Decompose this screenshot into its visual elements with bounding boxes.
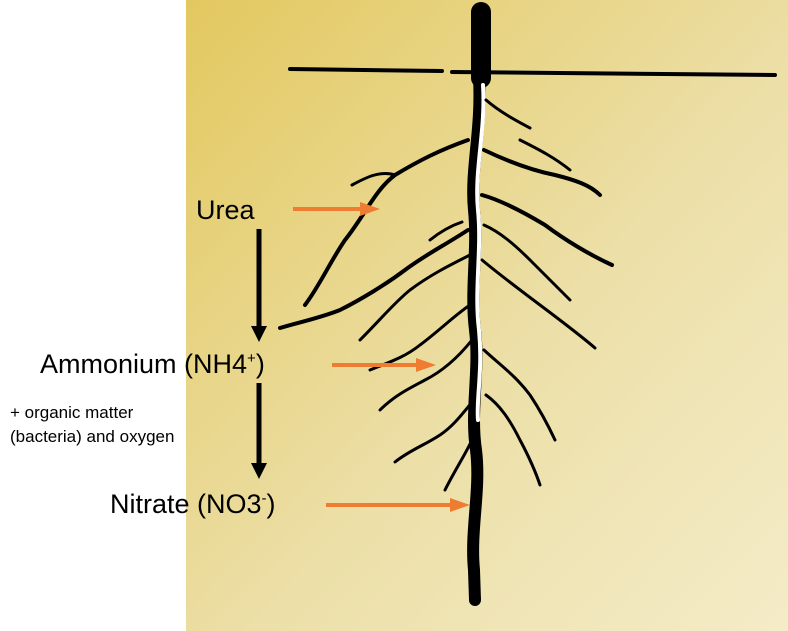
conditions-line-2: (bacteria) and oxygen bbox=[10, 425, 174, 449]
ammonium-text: Ammonium (NH4 bbox=[40, 349, 247, 379]
conditions-line-1: + organic matter bbox=[10, 401, 174, 425]
conditions-note: + organic matter (bacteria) and oxygen bbox=[10, 401, 174, 449]
nitrate-label: Nitrate (NO3-) bbox=[110, 491, 276, 518]
urea-text: Urea bbox=[196, 195, 255, 225]
ammonium-charge: + bbox=[247, 350, 256, 367]
soil-panel bbox=[186, 0, 788, 631]
urea-label: Urea bbox=[196, 197, 255, 224]
nitrate-close: ) bbox=[267, 489, 276, 519]
ammonium-label: Ammonium (NH4+) bbox=[40, 351, 265, 378]
nitrate-text: Nitrate (NO3 bbox=[110, 489, 262, 519]
ammonium-close: ) bbox=[256, 349, 265, 379]
